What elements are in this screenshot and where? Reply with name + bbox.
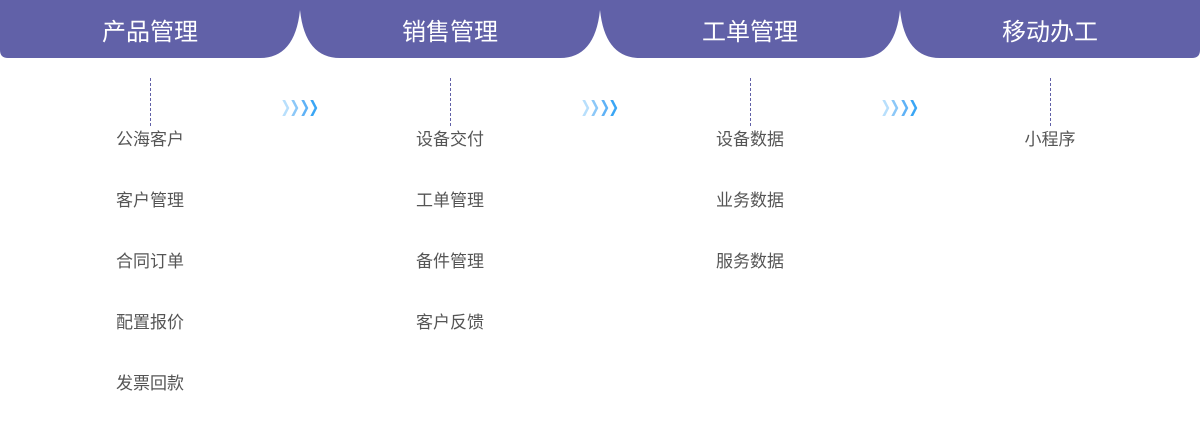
stage-item[interactable]: 业务数据 (716, 191, 784, 211)
stage-column: 设备数据业务数据服务数据 (600, 78, 900, 309)
stage-column: 公海客户客户管理合同订单配置报价发票回款 (0, 78, 300, 431)
stage-item[interactable]: 小程序 (1024, 130, 1076, 150)
stage-tab-3[interactable]: 移动办工 (1002, 17, 1098, 46)
chevrons-right-icon: ❯❯❯❯ (580, 97, 620, 116)
chevrons-right-icon: ❯❯❯❯ (280, 97, 320, 116)
stage-column: 小程序 (900, 78, 1200, 187)
dashed-divider (149, 78, 151, 126)
stage-item[interactable]: 发票回款 (116, 374, 184, 394)
stage-item[interactable]: 公海客户 (116, 130, 184, 150)
stage-tab-2[interactable]: 工单管理 (702, 17, 798, 46)
stage-column: 设备交付工单管理备件管理客户反馈 (300, 78, 600, 370)
stage-tab-1[interactable]: 销售管理 (402, 17, 498, 46)
stage-tab-0[interactable]: 产品管理 (102, 17, 198, 46)
stage-item[interactable]: 备件管理 (416, 252, 484, 272)
stage-item[interactable]: 设备交付 (416, 130, 484, 150)
header-bar (0, 0, 1200, 58)
dashed-divider (449, 78, 451, 126)
stage-item[interactable]: 合同订单 (116, 252, 184, 272)
stage-item[interactable]: 客户反馈 (416, 313, 484, 333)
stage-item[interactable]: 客户管理 (116, 191, 184, 211)
dashed-divider (749, 78, 751, 126)
dashed-divider (1049, 78, 1051, 126)
chevrons-right-icon: ❯❯❯❯ (880, 97, 920, 116)
stage-item[interactable]: 工单管理 (416, 191, 484, 211)
stage-item[interactable]: 配置报价 (116, 313, 184, 333)
stage-item[interactable]: 服务数据 (716, 252, 784, 272)
stage-item[interactable]: 设备数据 (716, 130, 784, 150)
